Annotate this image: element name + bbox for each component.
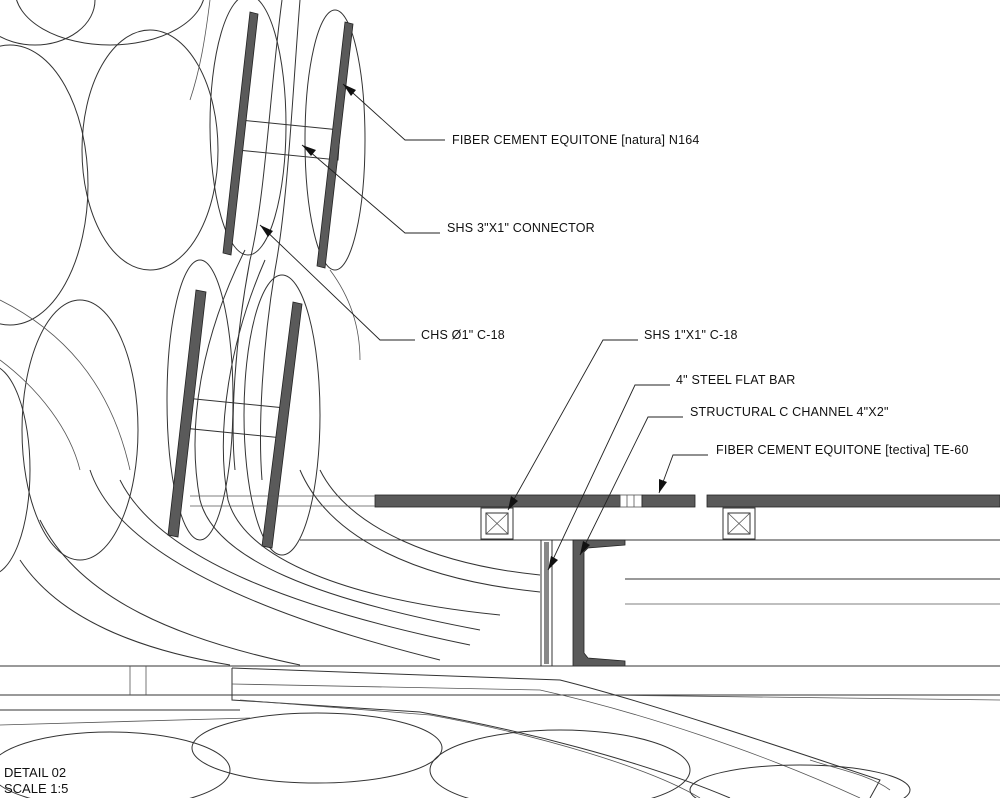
leader-lines bbox=[259, 83, 708, 571]
structure-section bbox=[0, 494, 1000, 701]
label-fiber-cement-natura: FIBER CEMENT EQUITONE [natura] N164 bbox=[452, 133, 700, 147]
arrowhead-chs bbox=[260, 225, 273, 237]
label-fiber-cement-tectiva: FIBER CEMENT EQUITONE [tectiva] TE-60 bbox=[716, 443, 969, 457]
shs-tube-left bbox=[480, 507, 514, 540]
arrowhead-connector bbox=[302, 145, 316, 156]
label-flat-bar: 4" STEEL FLAT BAR bbox=[676, 373, 795, 387]
arrowhead-tectiva bbox=[659, 479, 667, 493]
detail-scale: SCALE 1:5 bbox=[4, 781, 68, 796]
label-shs-small: SHS 1"X1" C-18 bbox=[644, 328, 738, 342]
label-shs-connector: SHS 3"X1" CONNECTOR bbox=[447, 221, 595, 235]
arrowhead-flatbar bbox=[548, 556, 558, 570]
arrowhead-natura bbox=[343, 84, 356, 96]
arrowhead-shs bbox=[508, 496, 518, 510]
lower-assembly bbox=[0, 667, 911, 798]
label-c-channel: STRUCTURAL C CHANNEL 4"X2" bbox=[690, 405, 889, 419]
disc-assembly bbox=[0, 0, 541, 666]
detail-title: DETAIL 02 bbox=[4, 765, 66, 780]
arrowhead-cchannel bbox=[580, 541, 590, 555]
shs-tube-right bbox=[722, 507, 756, 540]
label-chs: CHS Ø1" C-18 bbox=[421, 328, 505, 342]
